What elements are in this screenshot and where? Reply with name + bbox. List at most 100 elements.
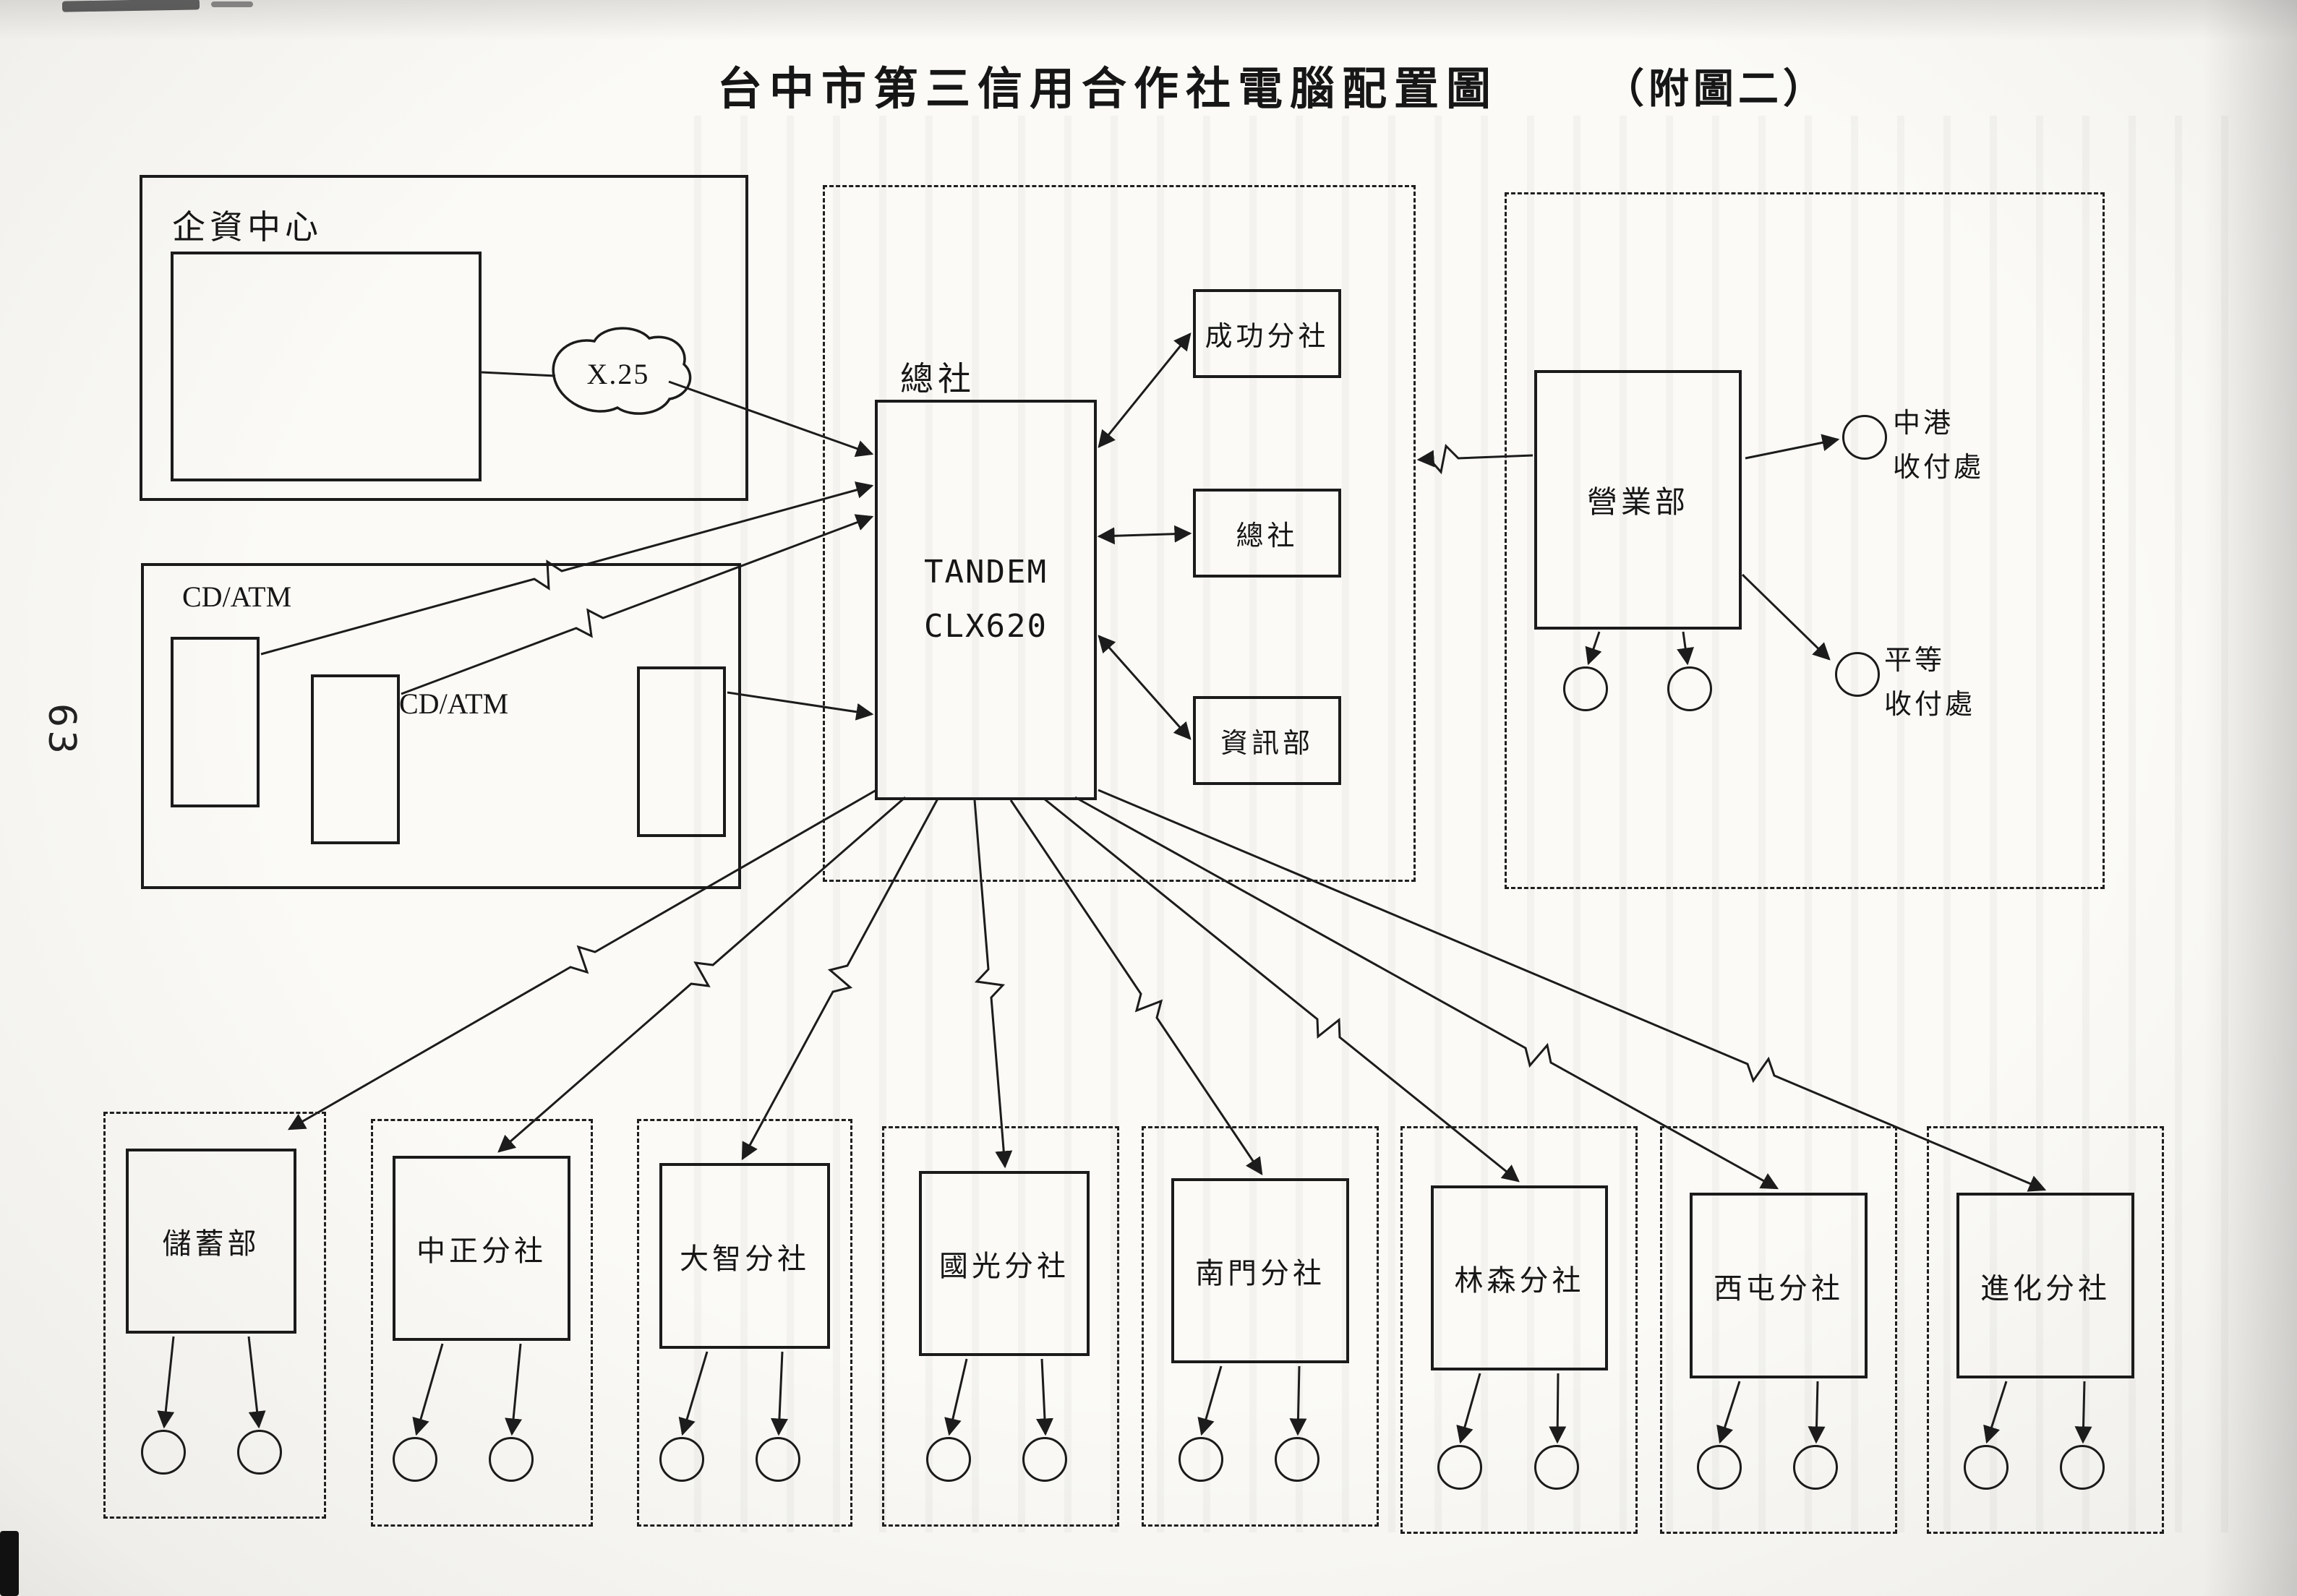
dept-label: 資訊部	[1220, 729, 1314, 759]
office-line1: 中港	[1893, 408, 1954, 439]
funds-center-label: 企資中心	[172, 209, 322, 246]
branch-label: 國光分社	[939, 1250, 1069, 1282]
connector-line	[481, 371, 556, 377]
comm-link-line	[497, 796, 906, 1153]
atm-box-1	[171, 637, 260, 807]
comm-link-line	[401, 514, 874, 695]
terminal-icon	[393, 1437, 437, 1482]
terminal-icon	[489, 1437, 534, 1482]
dept-box-zixunbu: 資訊部	[1193, 696, 1341, 785]
comm-link-line	[741, 798, 939, 1161]
scan-smudge	[0, 1531, 19, 1596]
branch-label: 儲蓄部	[162, 1227, 260, 1260]
x25-label: X.25	[586, 358, 650, 390]
connector-line	[1098, 332, 1192, 448]
terminal-icon	[1563, 666, 1608, 711]
terminal-icon	[1793, 1445, 1838, 1490]
dept-box-chenggong: 成功分社	[1193, 289, 1341, 378]
connector-line	[1035, 1358, 1053, 1436]
connector-line	[1549, 1373, 1567, 1444]
connector-line	[1289, 1365, 1307, 1436]
branch-label: 進化分社	[1980, 1271, 2110, 1305]
branch-box: 儲蓄部	[126, 1149, 296, 1334]
terminal-icon	[1842, 415, 1887, 460]
office-pingdeng-label: 平等 收付處	[1884, 639, 1975, 727]
connector-line	[678, 1351, 709, 1436]
comm-link-line	[1043, 797, 1520, 1183]
connector-line	[1745, 434, 1840, 460]
branch-unit	[637, 1119, 852, 1527]
branch-label: 西屯分社	[1714, 1271, 1844, 1305]
terminal-icon	[926, 1437, 971, 1482]
branch-unit	[1660, 1126, 1897, 1534]
connector-line	[1197, 1365, 1223, 1436]
terminal-icon	[1022, 1437, 1067, 1482]
connector-line	[770, 1351, 788, 1436]
branch-box: 進化分社	[1956, 1193, 2134, 1378]
branch-unit	[1400, 1126, 1638, 1534]
funds-center-box	[171, 252, 482, 481]
connector-line	[412, 1343, 444, 1436]
figure-label: （附圖二）	[1604, 67, 1828, 112]
connector-line	[1677, 631, 1694, 666]
scan-smudge	[211, 1, 253, 7]
business-dept-box: 營業部	[1534, 370, 1742, 630]
terminal-icon	[1275, 1437, 1319, 1482]
comm-link-line	[260, 481, 874, 656]
business-dept-label: 營業部	[1586, 486, 1689, 520]
branch-box: 中正分社	[393, 1156, 570, 1341]
office-line1: 平等	[1884, 645, 1946, 676]
atm-label-1: CD/ATM	[182, 580, 292, 613]
atm-container	[141, 563, 741, 889]
terminal-icon	[756, 1437, 800, 1482]
dept-label: 總社	[1236, 521, 1299, 552]
connector-line	[1741, 573, 1831, 661]
connector-line	[1098, 635, 1192, 740]
mainframe-model-line1: TANDEM	[924, 554, 1048, 591]
atm-box-2	[311, 674, 400, 844]
office-line2: 收付處	[1884, 689, 1976, 720]
connector-line	[247, 1336, 266, 1429]
head-office-label: 總社	[900, 361, 975, 398]
office-line2: 收付處	[1893, 452, 1985, 483]
connector-line	[668, 380, 874, 458]
branch-box: 林森分社	[1431, 1185, 1608, 1370]
branch-label: 大智分社	[680, 1242, 810, 1275]
business-container	[1505, 192, 2105, 889]
branch-unit	[882, 1126, 1119, 1527]
branch-unit	[371, 1119, 593, 1527]
branch-box: 國光分社	[919, 1171, 1090, 1356]
connector-line	[1808, 1381, 1826, 1444]
connector-line	[1585, 631, 1602, 666]
terminal-icon	[1964, 1445, 2009, 1490]
branch-label: 林森分社	[1454, 1264, 1585, 1297]
comm-link-line	[287, 789, 877, 1130]
branch-label: 中正分社	[416, 1235, 547, 1267]
comm-link-line	[1098, 789, 2047, 1192]
office-zhonggang-label: 中港 收付處	[1893, 402, 1984, 490]
connector-line	[1097, 525, 1192, 545]
connector-line	[727, 691, 874, 721]
branch-unit	[1142, 1126, 1379, 1527]
connector-line	[505, 1343, 523, 1436]
diagram-title: 台中市第三信用合作社電腦配置圖	[717, 65, 1499, 114]
terminal-icon	[237, 1430, 282, 1475]
terminal-icon	[1697, 1445, 1742, 1490]
terminal-icon	[1667, 666, 1712, 711]
branch-unit	[103, 1112, 326, 1519]
branch-box: 南門分社	[1171, 1178, 1349, 1363]
head-office-container	[823, 185, 1416, 882]
connector-line	[1983, 1381, 2008, 1444]
terminal-icon	[1835, 652, 1880, 697]
comm-link-line	[1416, 443, 1534, 475]
terminal-icon	[659, 1437, 704, 1482]
terminal-icon	[141, 1430, 186, 1475]
connector-line	[1716, 1381, 1741, 1444]
branch-label: 南門分社	[1195, 1257, 1325, 1290]
comm-link-line	[1009, 799, 1263, 1175]
connector-line	[944, 1358, 968, 1436]
terminal-icon	[2060, 1445, 2105, 1490]
dept-label: 成功分社	[1205, 322, 1330, 352]
